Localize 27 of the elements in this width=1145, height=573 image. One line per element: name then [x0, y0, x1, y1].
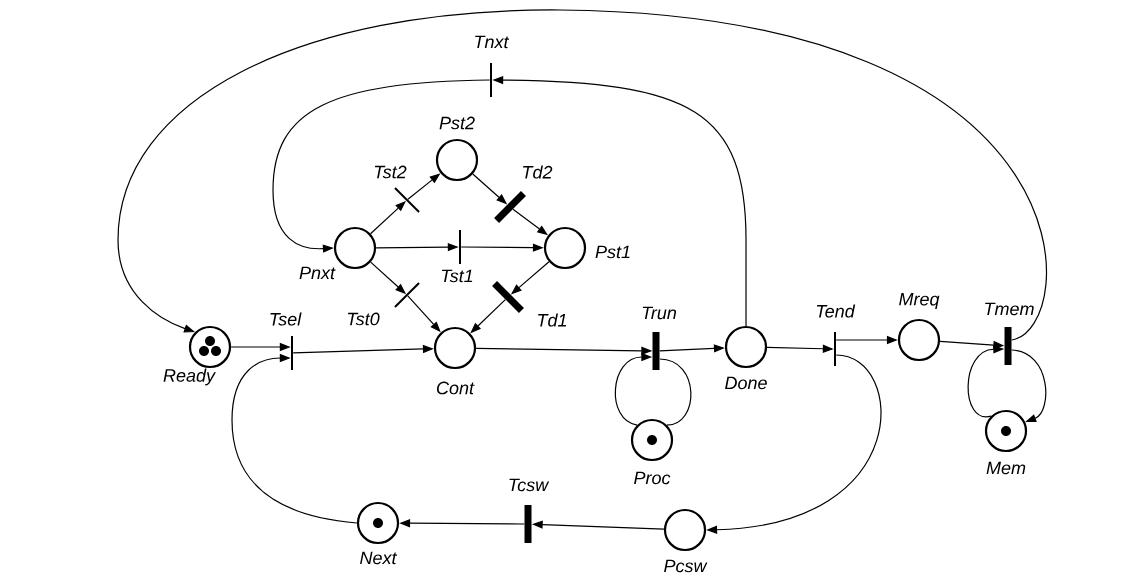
node-label: Tnxt	[475, 35, 510, 49]
node-label: Tst2	[374, 165, 407, 179]
node-label: Td2	[523, 165, 553, 179]
node-label: Tcsw	[509, 478, 550, 492]
arc	[231, 353, 358, 524]
node-label: Pnxt	[299, 266, 336, 280]
node-label: Trun	[642, 306, 677, 320]
node-label: Tst1	[441, 269, 473, 283]
node-label: Mem	[986, 461, 1026, 475]
node-label: Td1	[538, 313, 566, 327]
arc	[272, 79, 491, 253]
node-label: Cont	[437, 381, 475, 395]
arc	[659, 358, 692, 426]
node-label: Done	[725, 376, 767, 390]
node-label: Pst1	[595, 245, 630, 259]
node-label: Tst0	[347, 312, 380, 326]
arc	[117, 9, 1047, 341]
node-label: Next	[360, 551, 398, 565]
node-label: Proc	[634, 471, 671, 485]
node-label: Tmem	[985, 302, 1034, 316]
node-label: Mreq	[899, 292, 940, 310]
node-label: Tend	[816, 304, 856, 318]
node-label: Ready	[163, 368, 216, 386]
node-label: Pst2	[439, 116, 475, 130]
node-label: Pcsw	[664, 559, 708, 573]
node-label: Tsel	[270, 312, 302, 326]
arc	[1011, 349, 1047, 423]
